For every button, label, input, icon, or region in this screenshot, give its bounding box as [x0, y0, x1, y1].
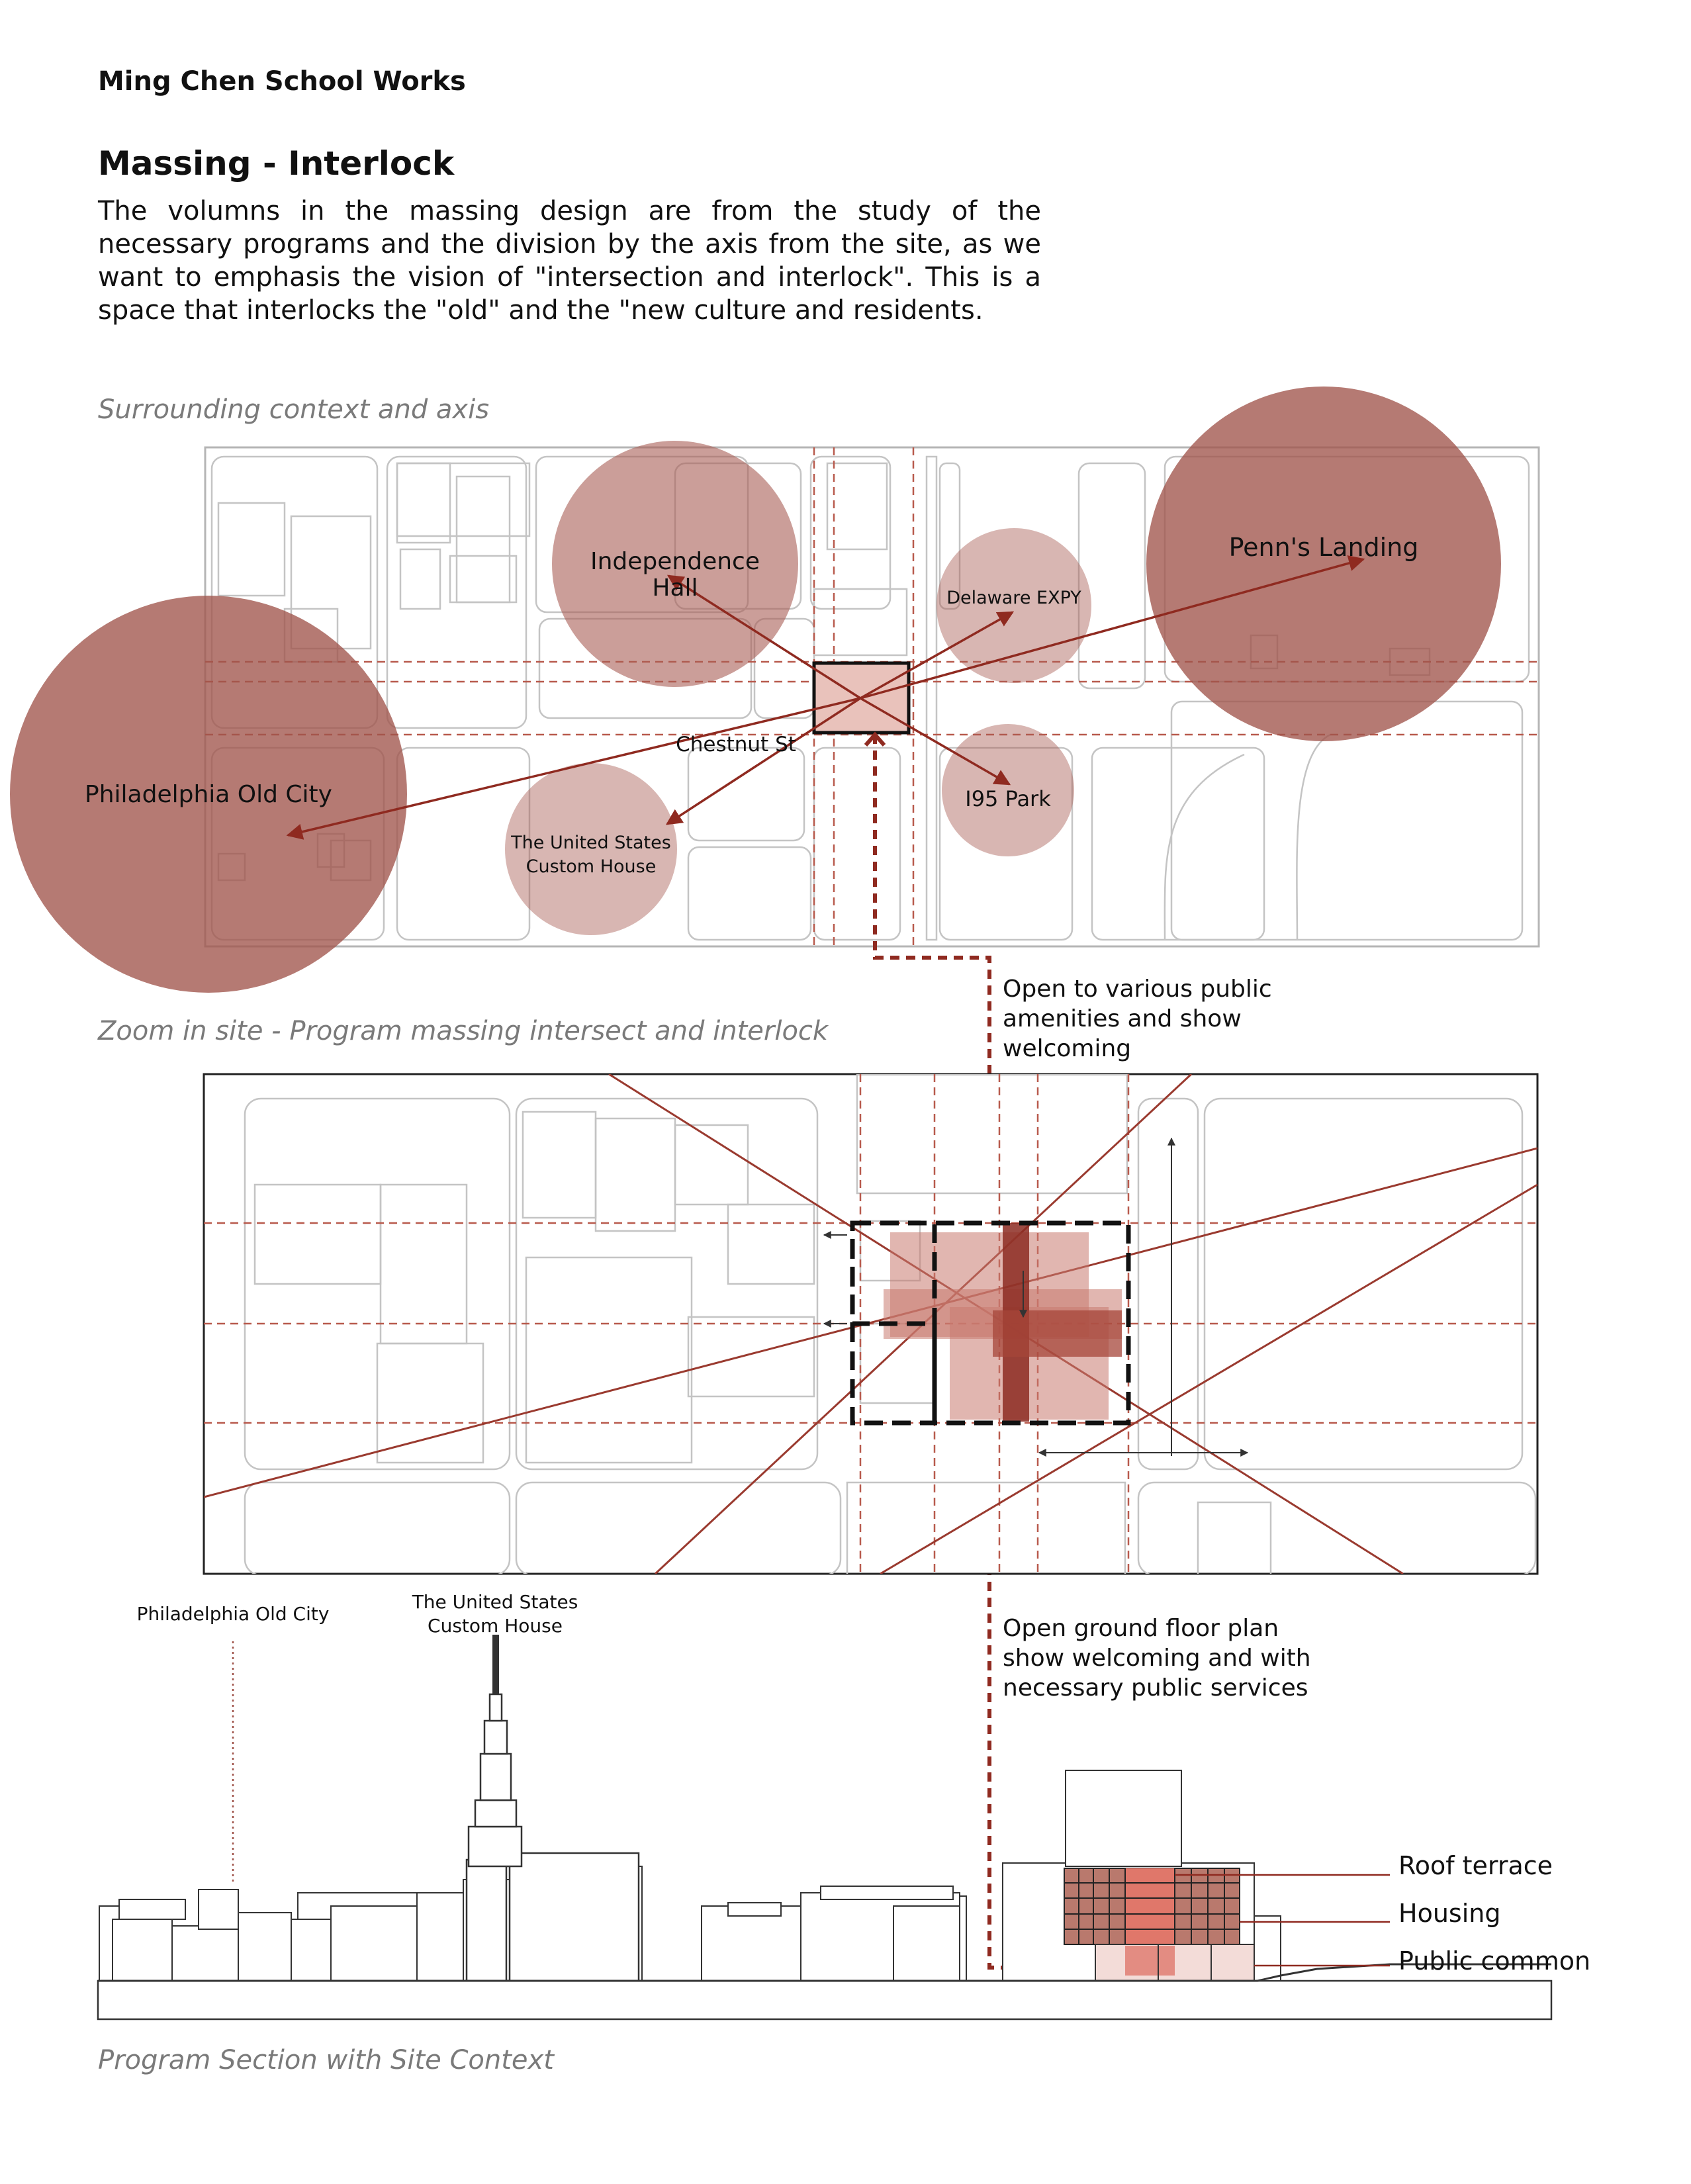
zoom-blocks: [244, 1074, 1537, 1574]
section-label-old-city: Philadelphia Old City: [137, 1603, 330, 1625]
terrain-line: [98, 1963, 1551, 1982]
program-housing-grid: [1064, 1868, 1240, 1945]
label-chestnut: Chestnut St: [676, 733, 796, 756]
ground-slab: [97, 1979, 1553, 2021]
circle-old-city: [10, 596, 407, 993]
label-i95-park: I95 Park: [965, 786, 1051, 811]
zoom-map: [203, 1073, 1539, 1575]
label-old-city: Philadelphia Old City: [85, 781, 332, 808]
site-boundary-west: [850, 1220, 937, 1426]
label-roof-terrace: Roof terrace: [1398, 1851, 1553, 1880]
label-housing: Housing: [1398, 1899, 1500, 1928]
custom-house-spire: [492, 1635, 499, 1694]
caption-section: Program Section with Site Context: [98, 2045, 554, 2075]
intro-paragraph: The volumns in the massing design are fr…: [98, 196, 1041, 326]
massing-blocks: [884, 1223, 1122, 1422]
page-title: Massing - Interlock: [98, 144, 455, 183]
circle-independence-hall: [552, 441, 798, 687]
caption-context: Surrounding context and axis: [98, 394, 490, 425]
caption-zoom: Zoom in site - Program massing intersect…: [98, 1016, 829, 1046]
author-header: Ming Chen School Works: [98, 66, 466, 97]
dimension-arrows: [823, 1137, 1249, 1457]
note-amenities: Open to various public amenities and sho…: [1003, 976, 1272, 1062]
label-penns-landing: Penn's Landing: [1229, 533, 1419, 562]
circle-penns-landing: [1146, 387, 1501, 741]
middle-buildings: [701, 1886, 967, 1981]
circle-custom-house: [505, 763, 677, 935]
program-public-common: [1095, 1944, 1255, 1981]
label-public-common: Public common: [1398, 1946, 1590, 1976]
program-leader-lines: [1175, 1874, 1390, 1967]
section-pointer-lines: [232, 1635, 496, 1883]
label-delaware: Delaware EXPY: [946, 588, 1081, 608]
custom-house-tower: [465, 1693, 640, 1982]
